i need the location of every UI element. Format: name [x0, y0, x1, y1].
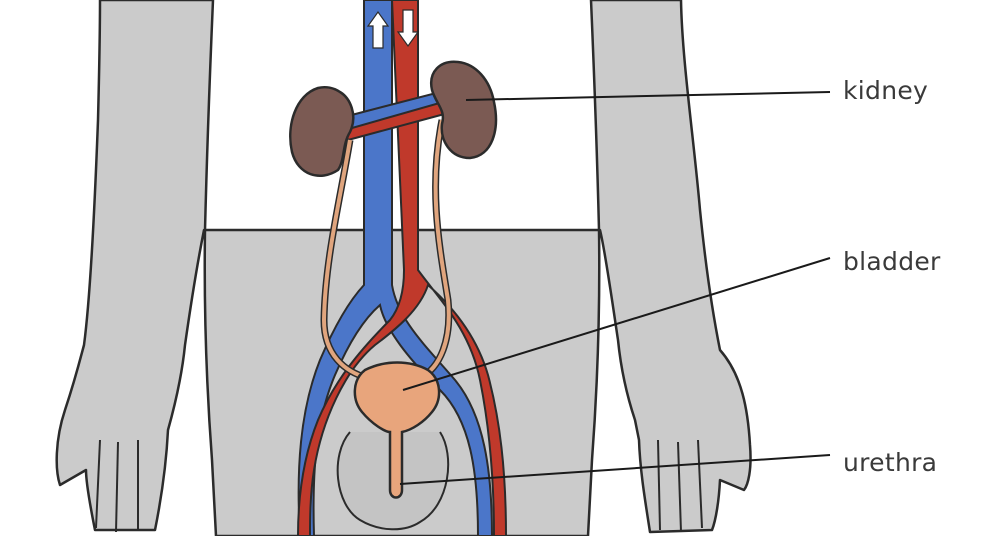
- urethra-label: urethra: [843, 448, 937, 477]
- kidney-label: kidney: [843, 76, 928, 105]
- bladder-label: bladder: [843, 247, 941, 276]
